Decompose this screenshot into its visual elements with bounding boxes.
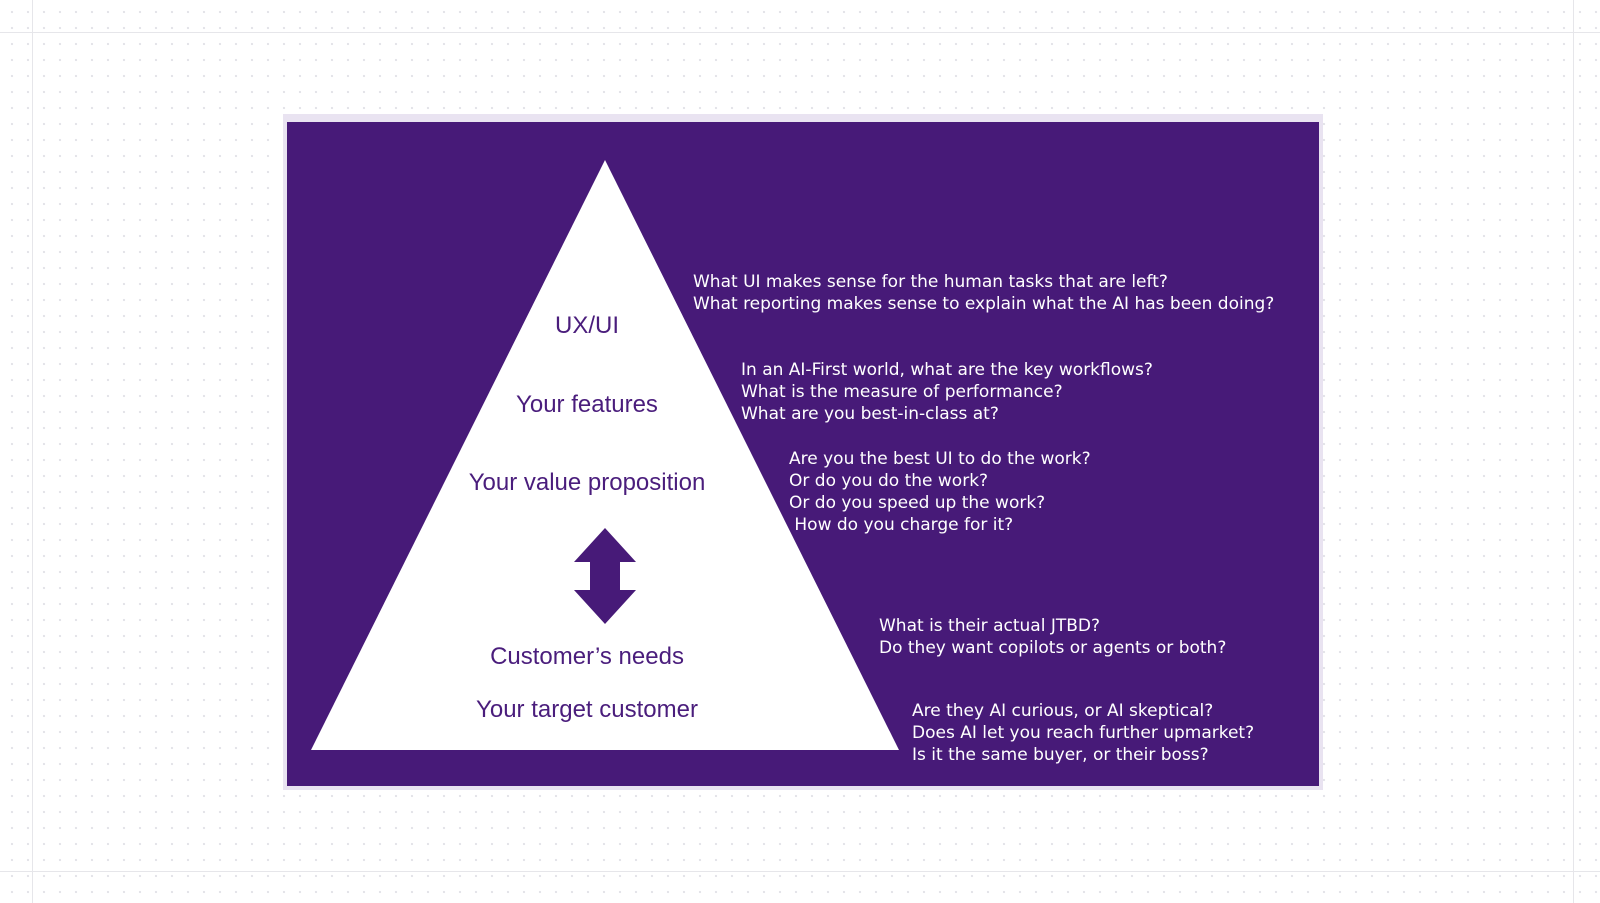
canvas-guide-left [32, 0, 33, 903]
question-line: Does AI let you reach further upmarket? [912, 723, 1255, 743]
canvas-guide-top [0, 32, 1600, 33]
question-line: Are they AI curious, or AI skeptical? [912, 701, 1214, 721]
questions-customer-needs: What is their actual JTBD? Do they want … [879, 615, 1226, 659]
slide[interactable]: UX/UI Your features Your value propositi… [287, 122, 1319, 786]
question-line: What is their actual JTBD? [879, 616, 1100, 636]
pyramid-layer-customer-needs: Customer’s needs [490, 643, 684, 670]
question-line: What UI makes sense for the human tasks … [693, 272, 1168, 292]
pyramid-diagram [311, 160, 899, 750]
pyramid-layer-features: Your features [516, 391, 658, 418]
questions-value-proposition: Are you the best UI to do the work? Or d… [789, 448, 1091, 536]
questions-target-customer: Are they AI curious, or AI skeptical? Do… [912, 700, 1254, 766]
question-line: Or do you speed up the work? [789, 493, 1046, 513]
questions-ux-ui: What UI makes sense for the human tasks … [693, 271, 1274, 315]
pyramid-layer-ux-ui: UX/UI [554, 312, 619, 339]
canvas-guide-right [1573, 0, 1574, 903]
question-line: What reporting makes sense to explain wh… [693, 294, 1275, 314]
question-line: Are you the best UI to do the work? [789, 449, 1091, 469]
question-line: What are you best-in-class at? [741, 404, 999, 424]
question-line: What is the measure of performance? [741, 382, 1063, 402]
questions-features: In an AI-First world, what are the key w… [741, 359, 1153, 425]
double-vertical-arrow-icon [574, 528, 636, 624]
question-line: How do you charge for it? [789, 515, 1014, 535]
canvas-guide-bottom [0, 871, 1600, 872]
pyramid-layer-value-proposition: Your value proposition [468, 469, 706, 496]
question-line: In an AI-First world, what are the key w… [741, 360, 1153, 380]
pyramid-triangle [311, 160, 899, 750]
question-line: Do they want copilots or agents or both? [879, 638, 1227, 658]
question-line: Is it the same buyer, or their boss? [912, 745, 1209, 765]
question-line: Or do you do the work? [789, 471, 989, 491]
pyramid-layer-target-customer: Your target customer [476, 696, 698, 723]
